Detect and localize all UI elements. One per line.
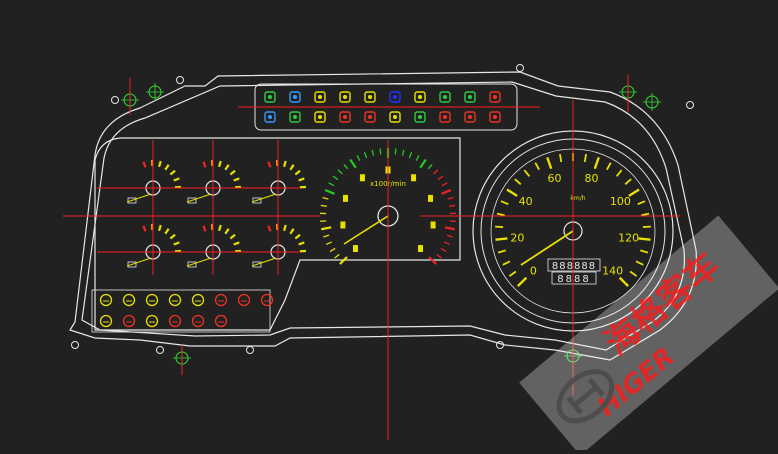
tachometer-label-10 <box>343 195 348 202</box>
brake-icon <box>365 112 375 122</box>
tachometer-label-0 <box>353 245 358 252</box>
fuel-gauge-icon <box>127 160 181 203</box>
oil-pressure-gauge-icon <box>252 160 306 203</box>
seat-icon <box>290 112 300 122</box>
retarder-icon <box>415 92 425 102</box>
mount-hole-icon <box>72 342 79 349</box>
brake-circle-icon <box>216 295 227 306</box>
speedometer-label: 60 <box>548 172 562 185</box>
stop-icon <box>262 295 273 306</box>
engine-heat-icon <box>340 112 350 122</box>
coolant-level-icon <box>147 316 158 327</box>
odometer-digits: 888888 <box>552 261 596 272</box>
door-icon <box>440 92 450 102</box>
warning-lamp-frame <box>92 290 270 332</box>
speedometer-label: 40 <box>519 195 533 208</box>
left-turn-icon <box>265 92 275 102</box>
speedometer-label: 0 <box>530 265 537 278</box>
speedometer-label: 140 <box>602 265 623 278</box>
tachometer-label-35 <box>431 221 436 228</box>
brake-fluid-icon <box>170 316 181 327</box>
high-beam-icon <box>365 92 375 102</box>
neutral-icon <box>390 112 400 122</box>
low-oil-icon <box>101 316 112 327</box>
speedometer-label: 100 <box>610 195 631 208</box>
tachometer-needle <box>344 216 388 244</box>
battery-icon <box>124 316 135 327</box>
air-pressure-rear-icon <box>252 224 306 267</box>
coolant-icon <box>265 112 275 122</box>
fog-lamp-icon <box>315 92 325 102</box>
rear-lamp-icon <box>490 112 500 122</box>
small-gauges-group <box>127 160 306 267</box>
mount-top-right-2 <box>643 93 661 111</box>
mount-top-left-2 <box>146 83 164 101</box>
air-pressure-front-icon <box>187 224 241 267</box>
tire-icon <box>193 295 204 306</box>
warning-lamps-bottom-row <box>101 316 227 327</box>
mount-hole-icon <box>687 102 694 109</box>
tachometer-label-30 <box>428 195 433 202</box>
hazard-icon <box>440 112 450 122</box>
speedometer-label: 120 <box>618 231 639 244</box>
indicator-bottom-row <box>265 112 500 122</box>
park-brake-icon <box>239 295 250 306</box>
water-temp-gauge-icon <box>187 160 241 203</box>
oil-can-icon <box>340 92 350 102</box>
right-turn-icon <box>490 92 500 102</box>
watermark: 海格客车 HIGER <box>519 216 778 450</box>
speedometer-label: 80 <box>584 172 598 185</box>
warning-lamp-panel <box>92 290 273 332</box>
fuel-icon <box>315 112 325 122</box>
indicator-top-row <box>265 92 500 102</box>
engine-check-icon <box>124 295 135 306</box>
speedometer-needle <box>521 231 573 265</box>
oil-pressure-icon <box>101 295 112 306</box>
odometer-display: 888888 8888 <box>548 259 600 285</box>
trip-digits: 8888 <box>557 274 590 285</box>
washer-icon <box>147 295 158 306</box>
brake-wear-icon <box>465 112 475 122</box>
mount-hole-icon <box>497 342 504 349</box>
mount-hole-icon <box>112 97 119 104</box>
tachometer-label-25 <box>411 174 416 181</box>
voltmeter-icon <box>127 224 181 267</box>
mount-hole-icon <box>517 65 524 72</box>
parking-lamp-icon <box>465 92 475 102</box>
service-icon <box>216 316 227 327</box>
tachometer-label-15 <box>360 174 365 181</box>
mount-hole-icon <box>157 347 164 354</box>
speedometer-label: 20 <box>510 231 524 244</box>
mount-hole-icon <box>247 347 254 354</box>
abs-icon <box>390 92 400 102</box>
mount-hole-icon <box>177 77 184 84</box>
wiper-icon <box>170 295 181 306</box>
tachometer-label-5 <box>340 221 345 228</box>
warning-lamps-top-row <box>101 295 273 306</box>
seat-belt-icon <box>290 92 300 102</box>
preheat-icon <box>193 316 204 327</box>
charge-icon <box>415 112 425 122</box>
tachometer-label-40 <box>418 245 423 252</box>
